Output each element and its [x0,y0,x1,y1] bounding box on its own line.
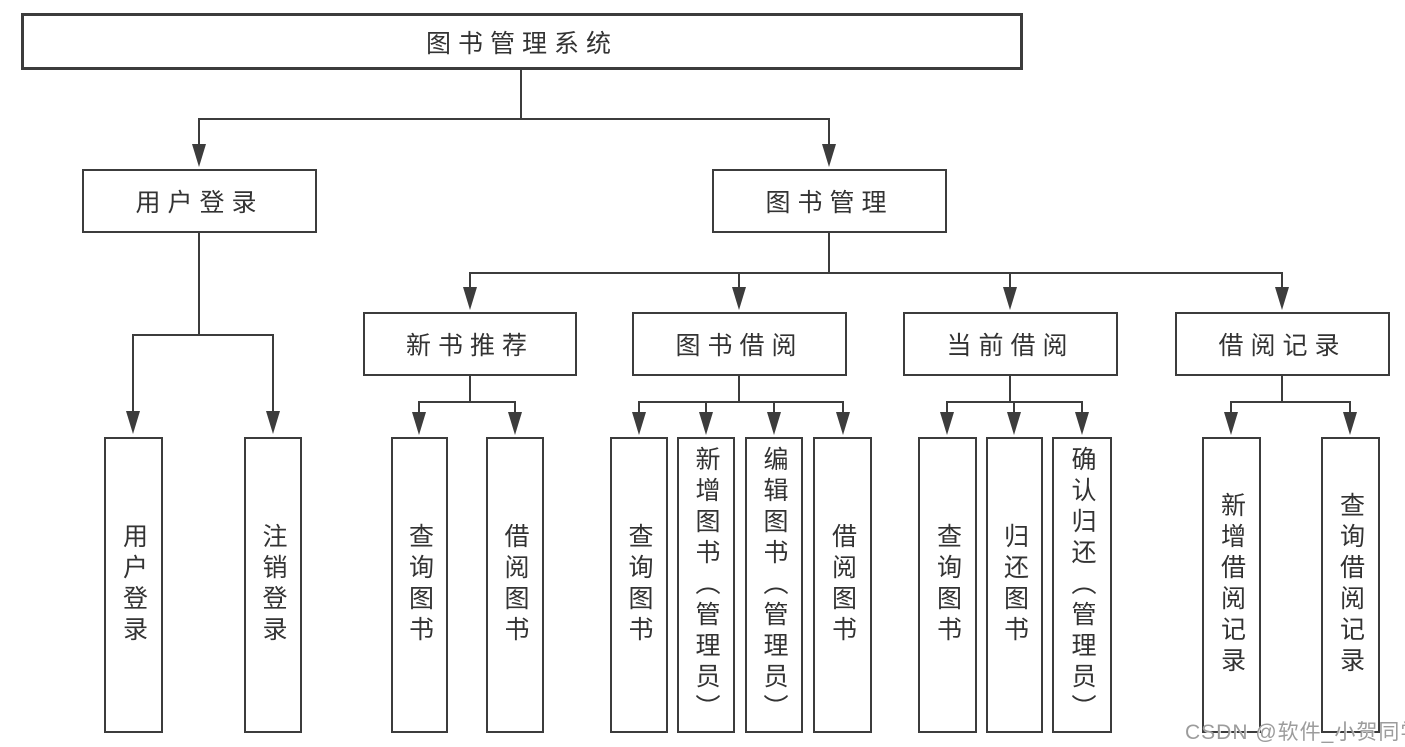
arrow-down-icon [699,412,713,435]
connector-drop-leaf [514,403,516,415]
arrow-down-icon [126,411,140,434]
connector-level2-rail [198,118,830,120]
connector-drop-book-management [828,120,830,150]
leaf-add-borrow-record: 新增借阅记录 [1202,437,1261,733]
connector-drop-leaf [1081,403,1083,415]
connector-drop-current-borrow [1009,274,1011,290]
arrow-down-icon [1224,412,1238,435]
leaf-add-book-admin: 新增图书（管理员） [677,437,735,733]
arrow-down-icon [1275,287,1289,310]
arrow-down-icon [1003,287,1017,310]
arrow-down-icon [836,412,850,435]
leaf-query-books-borrow: 查询图书 [610,437,668,733]
connector-drop-leaf-user-login [132,336,134,412]
connector-current-borrow-rail [946,401,1083,403]
connector-book-borrow-stub [738,376,740,403]
node-new-book-recommend: 新书推荐 [363,312,577,376]
arrow-down-icon [192,144,206,167]
leaf-query-books-current: 查询图书 [918,437,977,733]
connector-drop-borrow-records [1281,274,1283,290]
connector-drop-leaf [842,403,844,415]
connector-drop-leaf [773,403,775,415]
arrow-down-icon [1007,412,1021,435]
connector-drop-leaf-logout [272,336,274,412]
node-borrow-records: 借阅记录 [1175,312,1390,376]
arrow-down-icon [822,144,836,167]
connector-drop-leaf [638,403,640,415]
leaf-return-books: 归还图书 [986,437,1043,733]
arrow-down-icon [1343,412,1357,435]
leaf-query-books-recommend: 查询图书 [391,437,448,733]
connector-borrow-records-stub [1281,376,1283,403]
connector-user-login-stub [198,233,200,336]
node-current-borrow: 当前借阅 [903,312,1118,376]
connector-user-login-rail [132,334,274,336]
leaf-user-login: 用户登录 [104,437,163,733]
connector-new-book-stub [469,376,471,403]
arrow-down-icon [463,287,477,310]
connector-new-book-rail [418,401,516,403]
connector-level3-rail [469,272,1283,274]
arrow-down-icon [767,412,781,435]
connector-drop-leaf [1013,403,1015,415]
node-user-login: 用户登录 [82,169,317,233]
arrow-down-icon [412,412,426,435]
leaf-confirm-return-admin: 确认归还（管理员） [1052,437,1112,733]
connector-drop-leaf [1230,403,1232,415]
leaf-borrow-books-recommend: 借阅图书 [486,437,544,733]
node-book-management: 图书管理 [712,169,947,233]
leaf-borrow-books: 借阅图书 [813,437,872,733]
node-book-borrow: 图书借阅 [632,312,847,376]
connector-book-management-stub [828,232,830,274]
node-root: 图书管理系统 [21,13,1023,70]
leaf-edit-book-admin: 编辑图书（管理员） [745,437,803,733]
connector-drop-book-borrow [738,274,740,290]
arrow-down-icon [266,411,280,434]
connector-borrow-records-rail [1230,401,1351,403]
connector-drop-new-book [469,274,471,290]
arrow-down-icon [632,412,646,435]
connector-root-stub [520,70,522,119]
leaf-query-borrow-record: 查询借阅记录 [1321,437,1380,733]
connector-drop-user-login [198,120,200,150]
connector-drop-leaf [1349,403,1351,415]
connector-drop-leaf [946,403,948,415]
arrow-down-icon [1075,412,1089,435]
arrow-down-icon [940,412,954,435]
connector-drop-leaf [705,403,707,415]
connector-drop-leaf [418,403,420,415]
connector-book-borrow-rail [638,401,844,403]
connector-current-borrow-stub [1009,376,1011,403]
watermark: CSDN @软件_小贺同学 [1185,721,1405,744]
arrow-down-icon [732,287,746,310]
leaf-logout: 注销登录 [244,437,302,733]
arrow-down-icon [508,412,522,435]
